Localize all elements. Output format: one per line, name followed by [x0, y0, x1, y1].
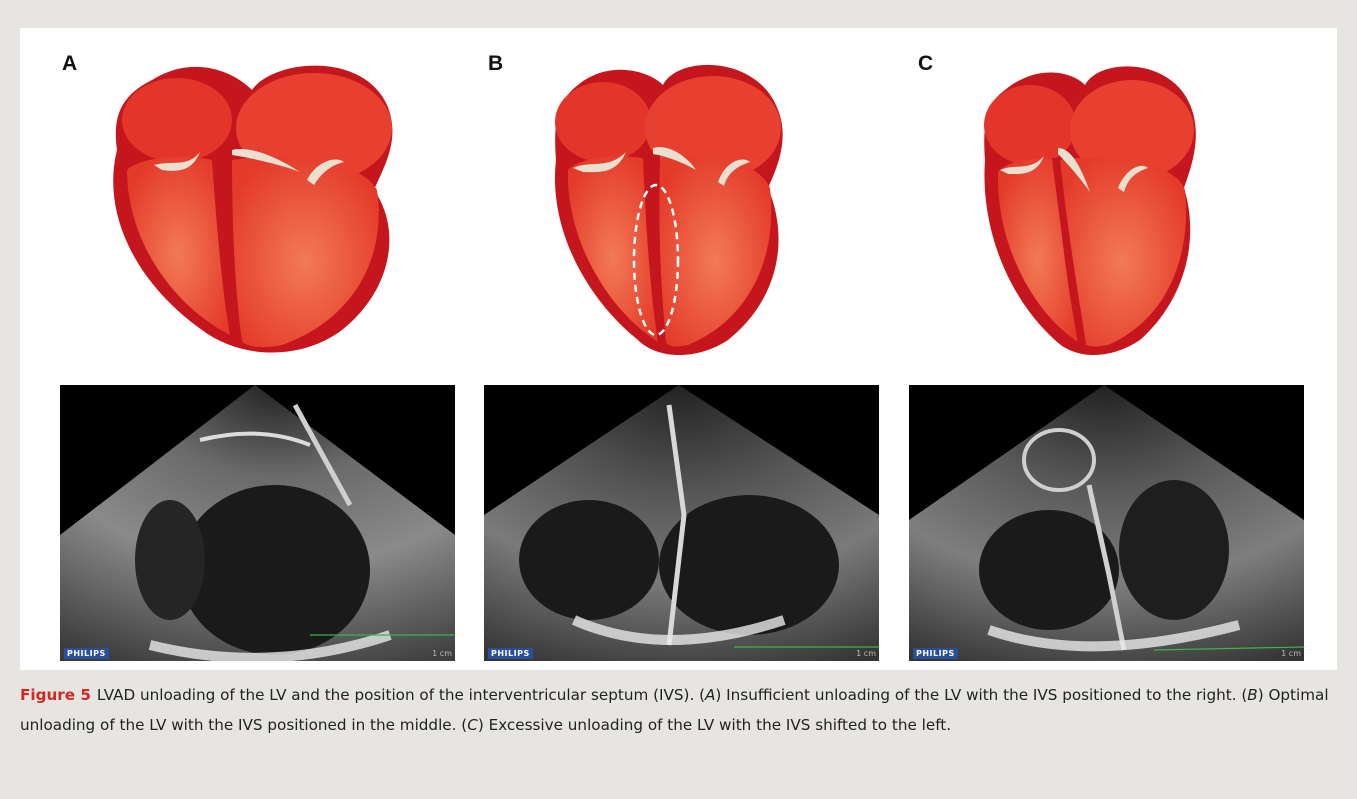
figure-label: Figure 5	[20, 686, 91, 704]
caption-text-a: ) Insufficient unloading of the LV with …	[715, 686, 1247, 704]
caption-letter-a: A	[705, 686, 715, 704]
caption-letter-b: B	[1247, 686, 1257, 704]
echo-image-a: PHILIPS 1 cm	[60, 385, 455, 661]
caption-intro: LVAD unloading of the LV and the positio…	[97, 686, 705, 704]
echo-scale-label: 1 cm	[856, 649, 876, 658]
echo-brand-label: PHILIPS	[64, 648, 109, 659]
echo-brand-label: PHILIPS	[913, 648, 958, 659]
left-ventricle	[231, 157, 378, 347]
figure-caption: Figure 5 LVAD unloading of the LV and the…	[20, 680, 1338, 740]
echo-brand-label: PHILIPS	[488, 648, 533, 659]
ultrasound-sector-c	[909, 385, 1304, 661]
echo-scale-label: 1 cm	[432, 649, 452, 658]
ultrasound-sector-b	[484, 385, 879, 661]
right-atrium	[122, 78, 232, 162]
echo-scale-label: 1 cm	[1281, 649, 1301, 658]
ultrasound-sector-a	[60, 385, 455, 661]
caption-letter-c: C	[467, 716, 478, 734]
echo-image-c: PHILIPS 1 cm	[909, 385, 1304, 661]
right-atrium	[555, 82, 651, 162]
heart-diagram-c	[960, 60, 1220, 360]
caption-text-c: ) Excessive unloading of the LV with the…	[478, 716, 951, 734]
panel-letter-c: C	[918, 52, 933, 76]
panel-letter-b: B	[488, 52, 503, 76]
heart-diagram-a	[82, 60, 422, 360]
echo-image-b: PHILIPS 1 cm	[484, 385, 879, 661]
left-ventricle	[659, 155, 771, 346]
panel-letter-a: A	[62, 52, 77, 76]
heart-diagram-b	[528, 60, 808, 360]
